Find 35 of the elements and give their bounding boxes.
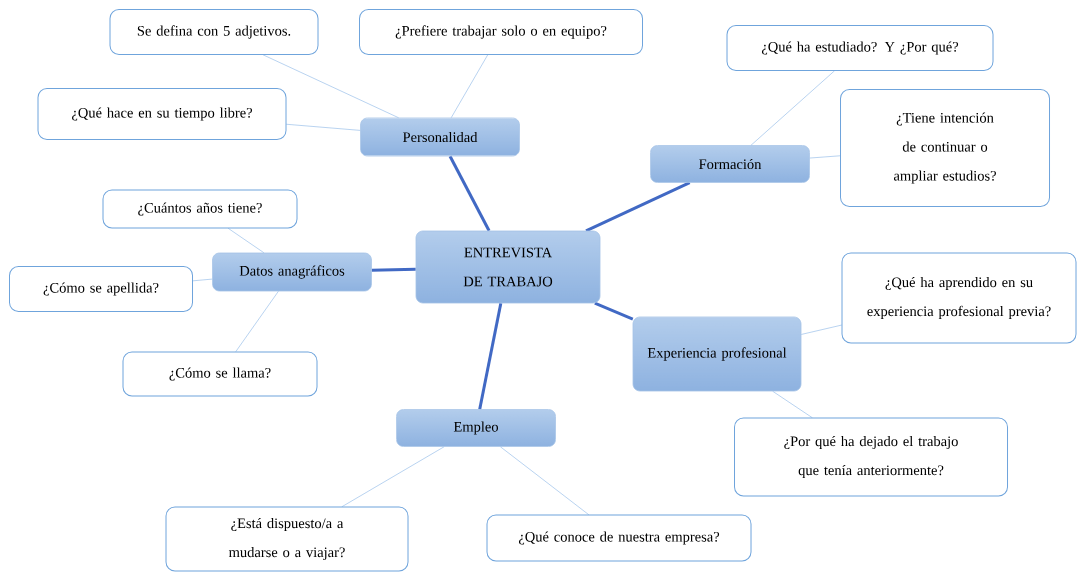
connector-line <box>499 446 590 516</box>
topic-box: Formación <box>650 145 810 183</box>
topic-box: ENTREVISTA DE TRABAJO <box>415 230 601 304</box>
question-box: ¿Cómo se apellida? <box>9 266 193 312</box>
question-box: ¿Está dispuesto/a a mudarse o a viajar? <box>165 506 409 572</box>
connector-line <box>750 70 835 146</box>
connector-line <box>285 123 361 131</box>
connector-line <box>235 290 279 353</box>
topic-box: Experiencia profesional <box>632 316 802 392</box>
connector-line <box>772 390 813 419</box>
topic-box: Empleo <box>396 409 556 447</box>
question-box: ¿Cómo se llama? <box>122 351 318 397</box>
topic-box: Personalidad <box>360 117 520 157</box>
connector-line <box>448 155 491 232</box>
question-box: ¿Por qué ha dejado el trabajo que tenía anteriormente? <box>734 417 1008 497</box>
connector-line <box>809 155 841 159</box>
question-box: ¿Qué hace en su tiempo libre? <box>37 88 287 140</box>
connector-line <box>450 54 489 119</box>
connector-line <box>800 324 843 335</box>
question-box: ¿Qué ha aprendido en su experiencia profesional previa? <box>841 252 1077 344</box>
question-box: ¿Tiene intención de continuar o ampliar estudios? <box>840 89 1050 207</box>
connector-line <box>227 227 265 254</box>
connector-line <box>341 446 445 508</box>
question-box: ¿Qué ha estudiado? Y ¿Por qué? <box>726 25 994 71</box>
connector-line <box>262 54 400 119</box>
connector-line <box>594 301 634 321</box>
connector-line <box>478 302 503 410</box>
connector-line <box>371 267 416 272</box>
connector-line <box>192 278 213 282</box>
question-box: ¿Cuántos años tiene? <box>102 189 298 229</box>
question-box: ¿Prefiere trabajar solo o en equipo? <box>359 9 643 55</box>
topic-box: Datos anagráficos <box>212 252 372 292</box>
connector-line <box>585 181 691 233</box>
question-box: ¿Qué conoce de nuestra empresa? <box>486 514 752 562</box>
question-box: Se defina con 5 adjetivos. <box>109 9 319 55</box>
